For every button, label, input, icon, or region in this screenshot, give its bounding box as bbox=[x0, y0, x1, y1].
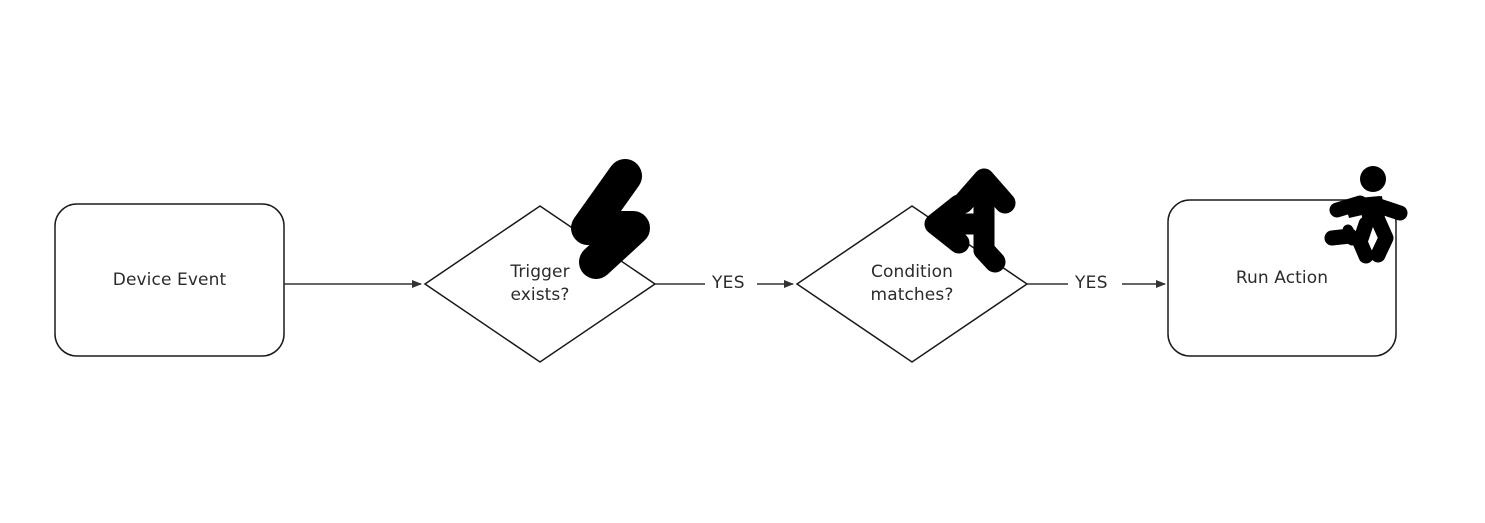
node-condition-matches-label: Condition matches? bbox=[797, 206, 1027, 362]
trigger-exists-text-line2: exists? bbox=[510, 285, 570, 305]
node-device-event-label: Device Event bbox=[55, 204, 284, 356]
node-device-event-shape[interactable] bbox=[54, 203, 285, 357]
run-action-text: Run Action bbox=[1235, 267, 1329, 288]
node-run-action-label: Run Action bbox=[1168, 200, 1396, 356]
condition-matches-text-line2: matches? bbox=[870, 285, 954, 305]
edge-label-trigger-to-condition: YES bbox=[706, 275, 751, 292]
edge-label-condition-to-run-action: YES bbox=[1069, 275, 1114, 292]
device-event-text: Device Event bbox=[112, 269, 227, 290]
node-trigger-exists-label: Trigger exists? bbox=[425, 206, 655, 362]
condition-matches-text-line1: Condition bbox=[870, 262, 954, 283]
trigger-exists-text-line1: Trigger bbox=[510, 262, 570, 283]
